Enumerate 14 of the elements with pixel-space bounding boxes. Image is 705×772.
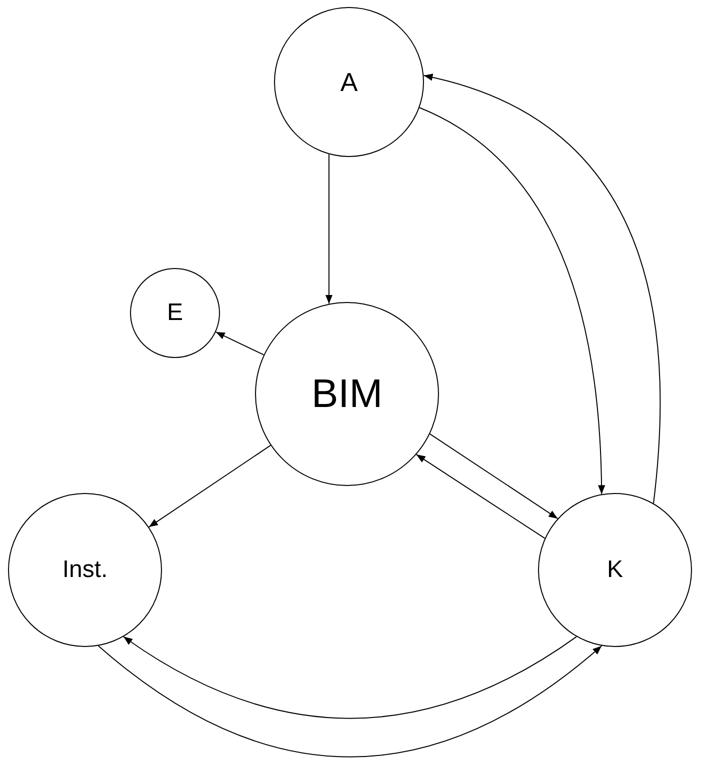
- arrow: [215, 331, 264, 356]
- arrow: [325, 154, 333, 304]
- arrow: [123, 636, 577, 719]
- node-label: Inst.: [62, 556, 108, 584]
- arrow: [418, 107, 605, 495]
- node-label: A: [340, 66, 358, 98]
- node-label: K: [606, 556, 623, 584]
- arrow: [416, 454, 546, 539]
- arrow: [148, 444, 272, 528]
- node-label: E: [166, 299, 183, 327]
- arrow: [98, 645, 602, 758]
- node-label: BIM: [311, 372, 383, 416]
- arrow: [423, 74, 661, 504]
- arrow: [429, 433, 558, 520]
